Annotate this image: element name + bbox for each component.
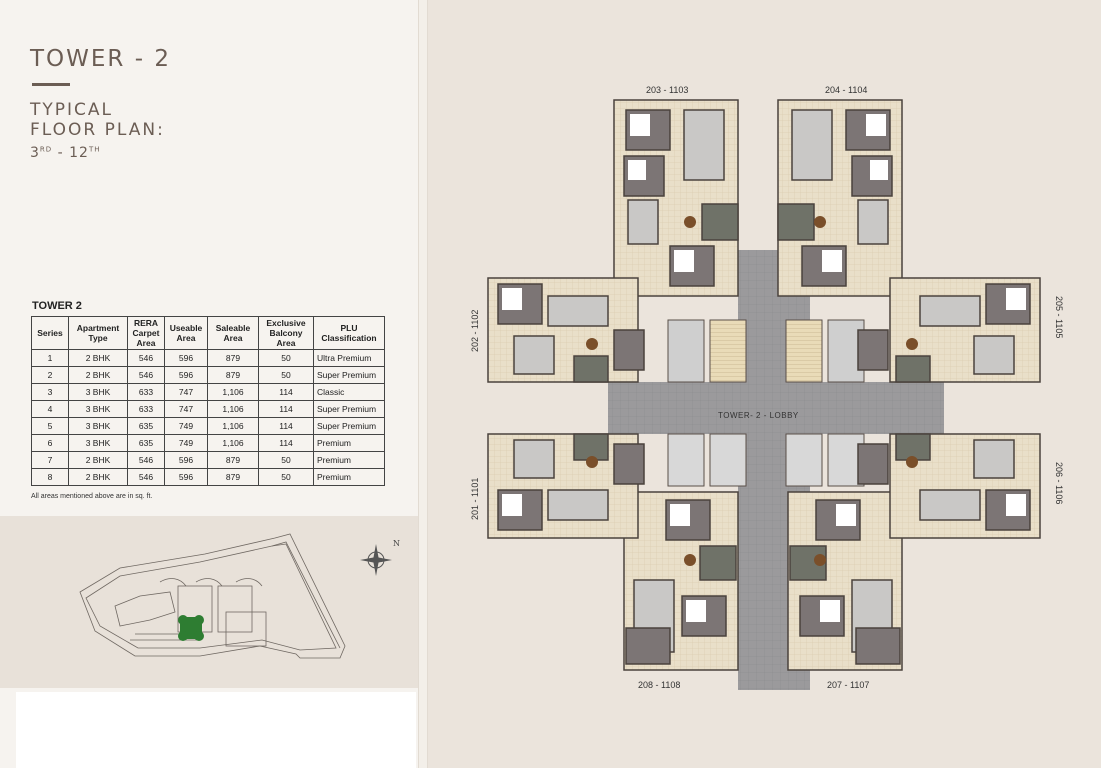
area-table: Series Apartment Type RERA Carpet Area U…	[31, 316, 385, 486]
wing-right-upper	[857, 277, 1041, 383]
unit-label-201: 201 - 1101	[470, 478, 480, 520]
wing-right-lower	[857, 433, 1041, 539]
col-rera-carpet: RERA Carpet Area	[127, 316, 165, 350]
unit-label-206: 206 - 1106	[1054, 462, 1064, 504]
col-balcony: Exclusive Balcony Area	[258, 316, 314, 350]
unit-label-203: 203 - 1103	[646, 85, 688, 95]
wing-bottom-right	[787, 491, 903, 671]
col-plu: PLU Classification	[313, 316, 385, 350]
page-subtitle: TYPICAL FLOOR PLAN:	[30, 100, 165, 140]
page-title: TOWER - 2	[30, 46, 171, 72]
table-title: TOWER 2	[32, 300, 82, 312]
unit-label-205: 205 - 1105	[1054, 296, 1064, 338]
unit-label-208: 208 - 1108	[638, 680, 680, 690]
wing-top-left	[613, 99, 739, 297]
area-note: All areas mentioned above are in sq. ft.	[31, 493, 153, 500]
unit-label-207: 207 - 1107	[827, 680, 869, 690]
lobby-label: TOWER- 2 - LOBBY	[718, 411, 799, 420]
site-key-plan: N	[0, 516, 418, 688]
floor-plan-drawing: TOWER- 2 - LOBBY 203 - 1103 204 - 1104 2…	[470, 85, 1064, 690]
compass-icon	[360, 544, 392, 576]
panel-divider	[418, 0, 428, 768]
tower-2-highlight	[178, 615, 204, 641]
unit-label-202: 202 - 1102	[470, 310, 480, 352]
compass-north-label: N	[393, 539, 400, 548]
dining-tables	[586, 216, 918, 566]
wing-left-lower	[487, 433, 645, 539]
table-header-row: Series Apartment Type RERA Carpet Area U…	[31, 316, 385, 350]
wing-top-right	[777, 99, 903, 297]
floor-range: 3RD - 12TH	[30, 145, 101, 161]
unit-label-204: 204 - 1104	[825, 85, 867, 95]
wing-left-upper	[487, 277, 645, 383]
site-plan-drawing: N	[79, 533, 400, 659]
bottom-blank-panel	[16, 692, 416, 768]
col-apartment-type: Apartment Type	[68, 316, 128, 350]
col-series: Series	[31, 316, 69, 350]
wing-bottom-left	[623, 491, 739, 671]
col-useable: Useable Area	[164, 316, 208, 350]
col-saleable: Saleable Area	[207, 316, 259, 350]
title-rule	[32, 83, 70, 86]
